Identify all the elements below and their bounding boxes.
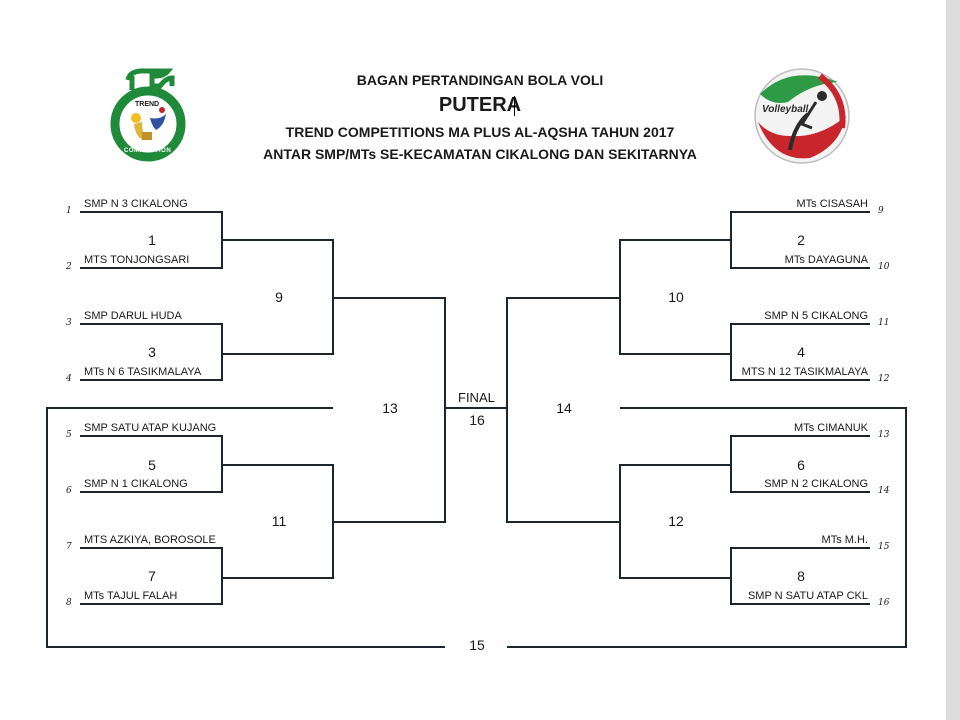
match-number: 8 xyxy=(781,568,821,584)
match-number: 3 xyxy=(132,344,172,360)
team-9: MTs CISASAH xyxy=(796,198,868,210)
seed-number: 15 xyxy=(878,542,889,552)
match-number: 13 xyxy=(370,400,410,416)
team-5: SMP SATU ATAP KUJANG xyxy=(84,422,216,434)
team-10: MTs DAYAGUNA xyxy=(785,254,868,266)
team-2: MTS TONJONGSARI xyxy=(84,254,189,266)
match-number: 9 xyxy=(259,289,299,305)
team-12: MTS N 12 TASIKMALAYA xyxy=(742,366,868,378)
final-label: FINAL xyxy=(458,390,495,405)
seed-number: 8 xyxy=(66,598,72,608)
team-6: SMP N 1 CIKALONG xyxy=(84,478,188,490)
seed-number: 11 xyxy=(878,318,889,328)
match-number: 5 xyxy=(132,457,172,473)
match-number: 11 xyxy=(259,513,299,529)
team-3: SMP DARUL HUDA xyxy=(84,310,182,322)
seed-number: 14 xyxy=(878,486,889,496)
match-number: 2 xyxy=(781,232,821,248)
match-number-third-place: 15 xyxy=(457,637,497,653)
team-15: MTs M.H. xyxy=(822,534,868,546)
seed-number: 1 xyxy=(66,206,72,216)
team-13: MTs CIMANUK xyxy=(794,422,868,434)
seed-number: 5 xyxy=(66,430,72,440)
team-8: MTs TAJUL FALAH xyxy=(84,590,177,602)
team-7: MTS AZKIYA, BOROSOLE xyxy=(84,534,216,546)
team-16: SMP N SATU ATAP CKL xyxy=(748,590,868,602)
seed-number: 10 xyxy=(878,262,889,272)
seed-number: 16 xyxy=(878,598,889,608)
bracket-line xyxy=(507,408,906,647)
seed-number: 2 xyxy=(66,262,72,272)
match-number: 14 xyxy=(544,400,584,416)
match-number: 4 xyxy=(781,344,821,360)
seed-number: 13 xyxy=(878,430,889,440)
team-4: MTs N 6 TASIKMALAYA xyxy=(84,366,201,378)
team-11: SMP N 5 CIKALONG xyxy=(764,310,868,322)
seed-number: 12 xyxy=(878,374,889,384)
match-number: 1 xyxy=(132,232,172,248)
seed-number: 9 xyxy=(878,206,884,216)
seed-number: 3 xyxy=(66,318,72,328)
match-number-final: 16 xyxy=(457,412,497,428)
team-14: SMP N 2 CIKALONG xyxy=(764,478,868,490)
match-number: 6 xyxy=(781,457,821,473)
match-number: 12 xyxy=(656,513,696,529)
seed-number: 6 xyxy=(66,486,72,496)
seed-number: 4 xyxy=(66,374,72,384)
match-number: 10 xyxy=(656,289,696,305)
seed-number: 7 xyxy=(66,542,72,552)
team-1: SMP N 3 CIKALONG xyxy=(84,198,188,210)
match-number: 7 xyxy=(132,568,172,584)
bracket-line xyxy=(47,408,445,647)
